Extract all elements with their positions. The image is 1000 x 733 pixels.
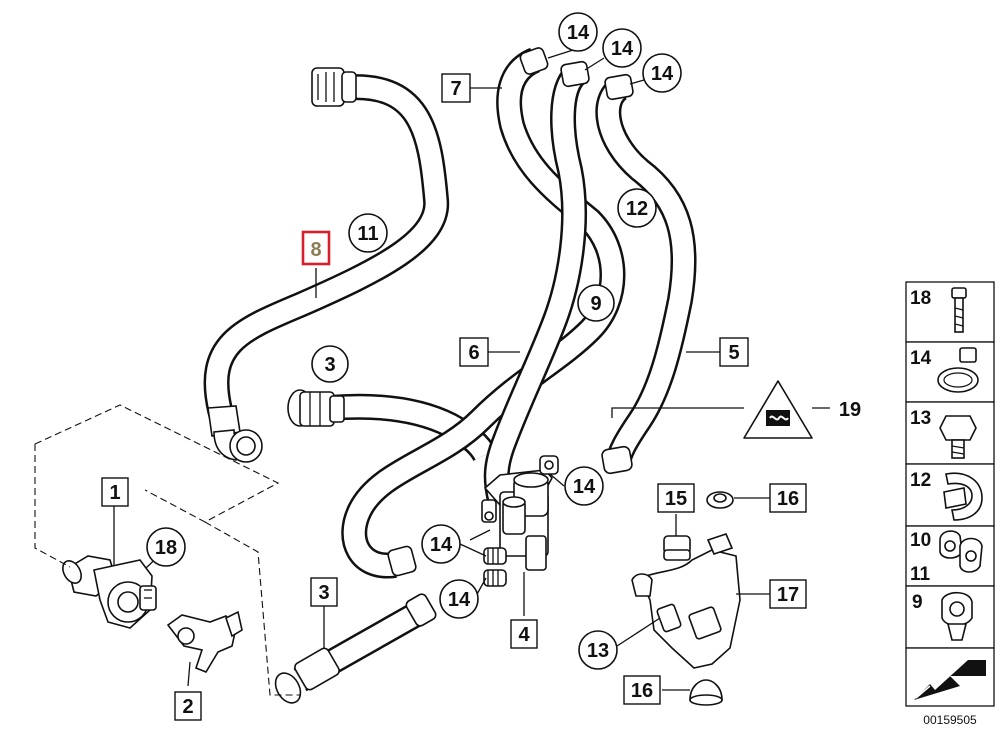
fastener-legend: 18 14 13 <box>905 281 995 707</box>
hose-6-9[interactable] <box>483 65 587 504</box>
clip-15 <box>663 535 691 561</box>
auxiliary-water-pump[interactable] <box>59 555 157 629</box>
legend-row-11-number: 11 <box>910 564 931 585</box>
callout-19[interactable]: 19 <box>839 399 861 421</box>
valve-bracket[interactable] <box>631 533 741 669</box>
callout-16-bottom[interactable]: 16 <box>623 675 661 705</box>
quick-connector-top <box>311 67 357 107</box>
hose-12-5[interactable] <box>595 76 697 466</box>
callout-7[interactable]: 7 <box>441 73 471 103</box>
callout-5-text: 5 <box>728 342 739 364</box>
elbow-connector <box>207 405 263 463</box>
callout-18[interactable]: 18 <box>146 527 186 567</box>
grommet-16-top <box>706 491 734 509</box>
callout-14-a-text: 14 <box>567 22 590 44</box>
pump-bracket[interactable] <box>166 610 243 673</box>
callout-8-text: 8 <box>310 239 321 261</box>
hose-8-11[interactable] <box>203 74 450 436</box>
callout-13-text: 13 <box>587 640 609 662</box>
hose-12-top-end <box>604 73 634 101</box>
assembly-arrow-icon <box>914 660 986 700</box>
hose-3-connector <box>287 389 345 427</box>
callout-3-lower-text: 3 <box>318 582 329 604</box>
legend-row-13-number: 13 <box>910 408 931 429</box>
callout-4-text: 4 <box>518 624 530 646</box>
callout-12[interactable]: 12 <box>617 188 657 228</box>
hose-3-upper[interactable] <box>328 393 497 462</box>
legend-row-9-number: 9 <box>912 592 923 613</box>
callout-16-top-text: 16 <box>777 488 799 510</box>
callout-14-c[interactable]: 14 <box>642 53 682 93</box>
legend-row-10-number: 10 <box>910 530 931 551</box>
hose-7-top-end <box>519 47 549 75</box>
callout-6[interactable]: 6 <box>459 337 489 367</box>
callout-6-text: 6 <box>468 342 479 364</box>
callout-14-d-text: 14 <box>573 476 596 498</box>
pump-assembly-outline <box>34 404 300 696</box>
callout-3-upper[interactable]: 3 <box>311 345 349 383</box>
hose-6-top-end <box>560 60 590 88</box>
grommet-16-bottom <box>689 679 723 706</box>
callout-14-f-text: 14 <box>448 589 471 611</box>
callout-11[interactable]: 11 <box>348 213 388 253</box>
legend-row-18[interactable]: 18 <box>905 281 995 343</box>
callout-16-top[interactable]: 16 <box>769 483 807 513</box>
callout-14-d[interactable]: 14 <box>564 466 604 506</box>
callout-15[interactable]: 15 <box>657 483 695 513</box>
holder-clip-icon <box>941 591 973 641</box>
callout-14-e[interactable]: 14 <box>421 524 461 564</box>
callout-14-e-text: 14 <box>430 534 453 556</box>
callout-9[interactable]: 9 <box>577 284 615 322</box>
callout-3-upper-text: 3 <box>324 354 335 376</box>
callout-1[interactable]: 1 <box>101 477 129 507</box>
document-number: 00159505 <box>923 713 977 727</box>
callout-18-text: 18 <box>155 537 177 559</box>
hose-3-lower-details <box>274 593 437 704</box>
callout-16-bottom-text: 16 <box>631 680 653 702</box>
hot-surface-warning-icon <box>743 380 813 439</box>
legend-row-13[interactable]: 13 <box>905 401 995 465</box>
legend-row-9[interactable]: 9 <box>905 585 995 649</box>
hose-clamp-icon <box>937 347 979 393</box>
double-clip-icon <box>939 530 983 573</box>
callout-14-f[interactable]: 14 <box>439 579 479 619</box>
callout-3-lower[interactable]: 3 <box>310 577 338 607</box>
callout-1-text: 1 <box>109 482 120 504</box>
callout-7-text: 7 <box>450 78 461 100</box>
callout-14-b[interactable]: 14 <box>602 28 642 68</box>
callout-14-b-text: 14 <box>611 38 634 60</box>
legend-row-14[interactable]: 14 <box>905 341 995 403</box>
legend-footer <box>905 647 995 707</box>
legend-row-10-11[interactable]: 10 11 <box>905 525 995 587</box>
callout-4[interactable]: 4 <box>510 619 538 649</box>
callout-9-text: 9 <box>590 293 601 315</box>
legend-row-18-number: 18 <box>910 288 931 309</box>
callout-17[interactable]: 17 <box>769 579 807 609</box>
callout-8-highlighted[interactable]: 8 <box>301 230 331 266</box>
callout-11-text: 11 <box>357 223 378 245</box>
callout-2[interactable]: 2 <box>174 691 202 721</box>
legend-row-12-number: 12 <box>910 470 931 491</box>
water-valve[interactable] <box>481 455 559 587</box>
callout-5[interactable]: 5 <box>719 337 749 367</box>
callout-15-text: 15 <box>665 488 687 510</box>
hose-clip-icon <box>943 472 983 521</box>
callout-12-text: 12 <box>626 198 648 220</box>
callout-2-text: 2 <box>182 696 193 718</box>
callout-17-text: 17 <box>777 584 799 606</box>
callout-14-a[interactable]: 14 <box>558 12 598 52</box>
bolt-icon <box>951 287 967 333</box>
hex-bolt-icon <box>939 415 977 459</box>
legend-row-14-number: 14 <box>910 348 932 369</box>
hose-5-end <box>601 445 633 475</box>
callout-14-c-text: 14 <box>651 63 674 85</box>
hose-7[interactable] <box>341 47 626 579</box>
callout-13[interactable]: 13 <box>578 630 618 670</box>
callout-19-text: 19 <box>839 399 861 421</box>
legend-row-12[interactable]: 12 <box>905 463 995 527</box>
hose-7-end <box>387 545 417 577</box>
